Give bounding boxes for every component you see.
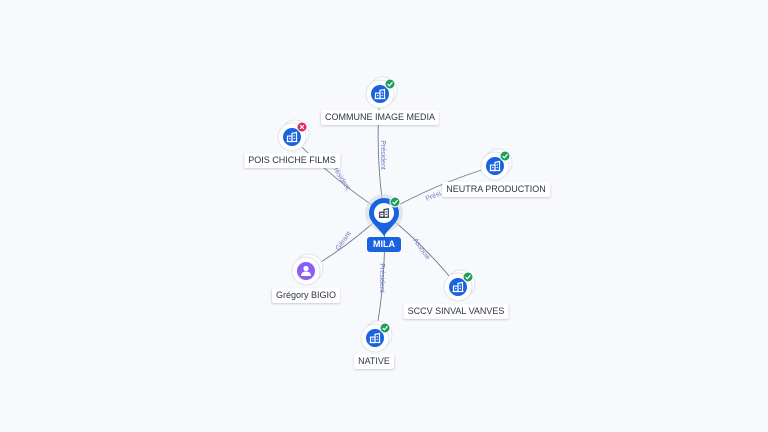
node-label-gregory[interactable]: Grégory BIGIO bbox=[271, 288, 341, 303]
building-icon bbox=[374, 88, 386, 100]
building-icon bbox=[369, 332, 381, 344]
edge-label: Prési bbox=[425, 190, 443, 203]
building-icon bbox=[378, 208, 390, 218]
node-commune[interactable] bbox=[365, 76, 398, 109]
closed-x-icon bbox=[296, 121, 308, 133]
node-gregory[interactable] bbox=[291, 253, 324, 286]
edge-label: Associé bbox=[411, 237, 431, 261]
building-icon bbox=[489, 160, 501, 172]
node-label-sccv[interactable]: SCCV SINVAL VANVES bbox=[403, 304, 509, 319]
node-sccv[interactable] bbox=[443, 269, 476, 302]
edge-label: Président bbox=[379, 140, 386, 170]
active-check-icon bbox=[389, 196, 401, 208]
edge-label: Gérant bbox=[335, 230, 353, 252]
center-node[interactable] bbox=[365, 194, 403, 236]
nodes bbox=[277, 76, 513, 353]
node-native[interactable] bbox=[360, 320, 393, 353]
person-icon bbox=[301, 265, 311, 276]
active-check-icon bbox=[462, 271, 474, 283]
building-icon bbox=[452, 281, 464, 293]
node-label-native[interactable]: NATIVE bbox=[354, 354, 394, 369]
active-check-icon bbox=[384, 78, 396, 90]
building-icon bbox=[286, 131, 298, 143]
node-label-pois[interactable]: POIS CHICHE FILMS bbox=[244, 153, 340, 168]
active-check-icon bbox=[499, 150, 511, 162]
edge-label: Président bbox=[378, 263, 385, 293]
node-label-commune[interactable]: COMMUNE IMAGE MEDIA bbox=[320, 110, 440, 125]
node-neutra[interactable] bbox=[480, 148, 513, 181]
center-label[interactable]: MILA bbox=[367, 237, 401, 252]
node-label-neutra[interactable]: NEUTRA PRODUCTION bbox=[442, 182, 550, 197]
active-check-icon bbox=[379, 322, 391, 334]
node-pois[interactable] bbox=[277, 119, 310, 152]
